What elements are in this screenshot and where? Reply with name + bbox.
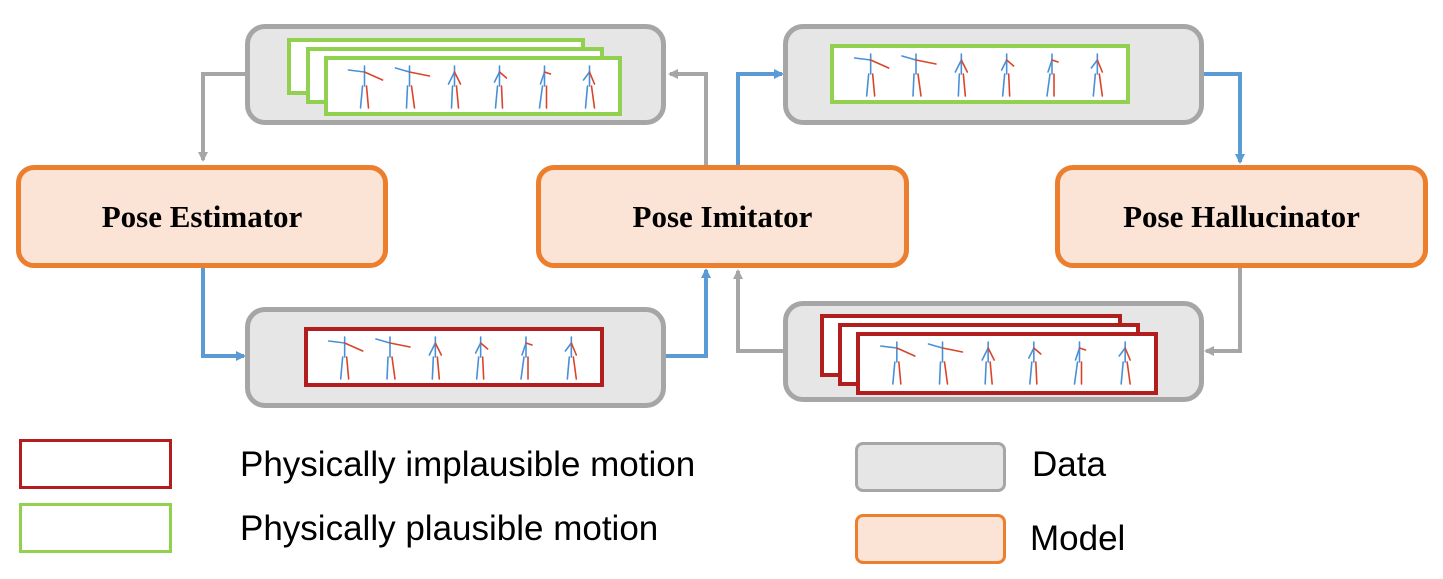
legend-implausible-swatch <box>19 439 172 489</box>
skeleton-figure <box>520 336 533 380</box>
skeleton-sequence <box>880 341 1131 385</box>
skeleton-figure <box>1090 53 1104 97</box>
skeleton-figure <box>394 65 431 109</box>
arrow-implausible-stack-to-imitator <box>733 269 784 353</box>
arrow-imitator-to-plausible-single <box>736 69 784 166</box>
skeleton-figure <box>447 65 462 109</box>
skeleton-sequence <box>853 53 1104 97</box>
legend-model-label: Model <box>1030 519 1126 558</box>
skeleton-figure <box>327 336 364 380</box>
skeleton-figure <box>1118 341 1131 385</box>
pose-hallucinator-box: Pose Hallucinator <box>1055 165 1428 268</box>
motion-frame-plausible-front <box>324 56 622 116</box>
skeleton-figure <box>493 65 508 109</box>
skeleton-figure <box>347 65 384 109</box>
legend-model-swatch <box>855 514 1006 564</box>
legend-data-swatch <box>855 442 1006 492</box>
pose-estimator-box: Pose Estimator <box>16 165 388 268</box>
skeleton-figure <box>1028 341 1042 385</box>
arrow-imitator-to-plausible-stack <box>668 69 708 166</box>
legend-implausible-label: Physically implausible motion <box>240 445 696 484</box>
skeleton-figure <box>1046 53 1059 97</box>
arrow-plausible-to-hallucinator <box>1203 72 1245 164</box>
pose-estimator-label: Pose Estimator <box>101 198 303 234</box>
skeleton-figure <box>474 336 489 380</box>
arrow-implausible-to-imitator <box>665 268 711 358</box>
skeleton-figure <box>853 53 890 97</box>
pose-imitator-box: Pose Imitator <box>536 165 909 268</box>
skeleton-figure <box>538 65 552 109</box>
skeleton-figure <box>564 336 578 380</box>
legend-plausible-label: Physically plausible motion <box>240 509 659 548</box>
arrow-plausible-to-estimator <box>198 72 246 162</box>
arrow-hallucinator-to-implausible-stack <box>1204 266 1242 356</box>
skeleton-figure <box>954 53 969 97</box>
motion-frame-implausible-front <box>856 332 1158 395</box>
arrow-estimator-to-implausible <box>201 266 246 361</box>
skeleton-figure <box>582 65 596 109</box>
skeleton-figure <box>981 341 995 385</box>
skeleton-figure <box>428 336 443 380</box>
pose-imitator-label: Pose Imitator <box>632 198 813 234</box>
motion-frame-plausible-single <box>830 44 1130 104</box>
skeleton-figure <box>1073 341 1087 385</box>
skeleton-figure <box>375 336 411 380</box>
skeleton-sequence <box>327 336 578 380</box>
skeleton-figure <box>927 341 964 385</box>
skeleton-figure <box>1000 53 1015 97</box>
legend-plausible-swatch <box>19 503 172 553</box>
legend-data-label: Data <box>1032 445 1106 484</box>
skeleton-sequence <box>347 65 596 109</box>
skeleton-figure <box>901 53 937 97</box>
pose-hallucinator-label: Pose Hallucinator <box>1123 198 1360 234</box>
motion-frame-implausible-single <box>304 327 604 387</box>
skeleton-figure <box>880 341 916 385</box>
